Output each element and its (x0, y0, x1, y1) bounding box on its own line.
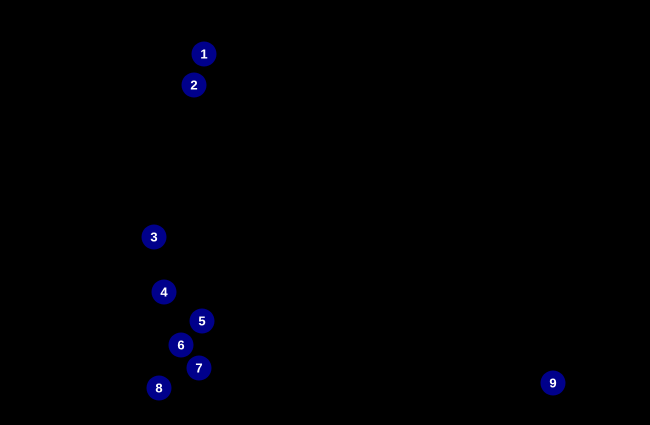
som-mark-1[interactable]: 1 (191, 41, 217, 67)
som-mark-3[interactable]: 3 (141, 224, 167, 250)
som-mark-5[interactable]: 5 (189, 308, 215, 334)
som-mark-9[interactable]: 9 (540, 370, 566, 396)
som-mark-2[interactable]: 2 (181, 72, 207, 98)
som-mark-6[interactable]: 6 (168, 332, 194, 358)
som-mark-7[interactable]: 7 (186, 355, 212, 381)
som-mark-4[interactable]: 4 (151, 279, 177, 305)
som-mark-8[interactable]: 8 (146, 375, 172, 401)
